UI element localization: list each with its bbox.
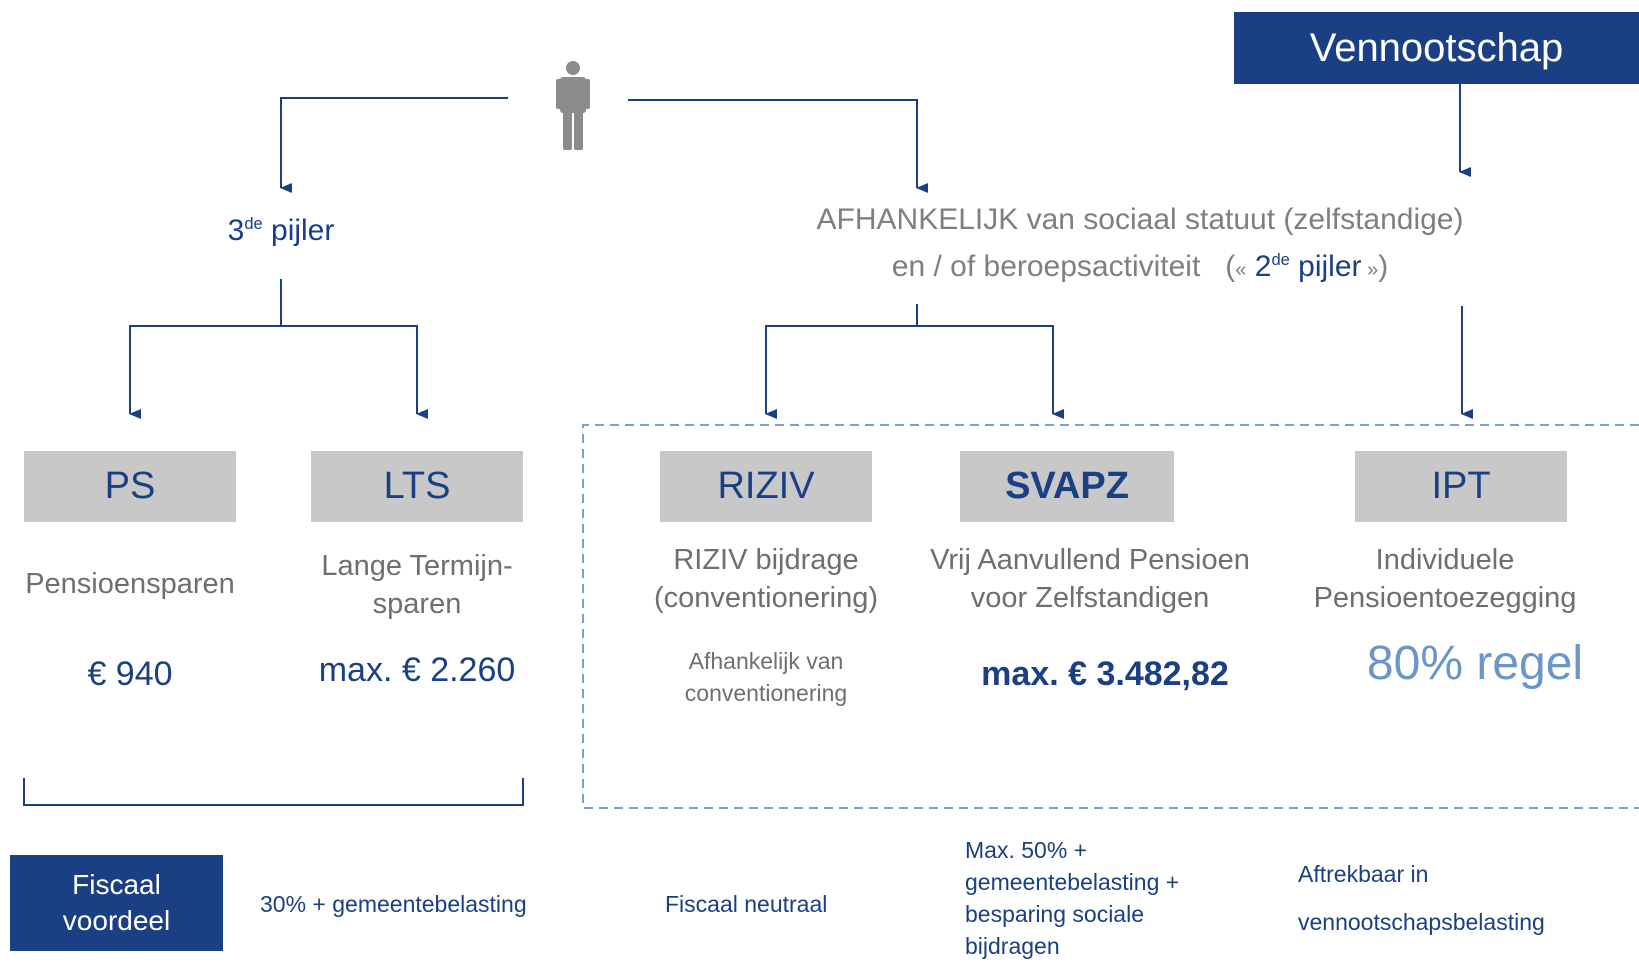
tax-benefit-box: Fiscaal voordeel <box>10 855 223 951</box>
company-label: Vennootschap <box>1309 25 1564 70</box>
second-pillar-label: AFHANKELIJK van sociaal statuut (zelfsta… <box>816 203 1464 283</box>
product-box-ipt: IPT <box>1355 451 1567 522</box>
riziv-tax-benefit: Fiscaal neutraal <box>665 891 828 917</box>
third-pillar-label: 3de pijler <box>227 214 335 247</box>
ps-amount: € 940 <box>87 655 173 693</box>
lts-description: Lange Termijn- sparen <box>321 550 513 620</box>
company-box: Vennootschap <box>1234 12 1639 84</box>
ps-lts-tax-benefit: 30% + gemeentebelasting <box>260 891 527 917</box>
svapz-description: Vrij Aanvullend Pensioen voor Zelfstandi… <box>930 544 1250 614</box>
lts-amount: max. € 2.260 <box>318 651 516 689</box>
arrow-to-svapz <box>917 325 1064 419</box>
second-pillar-dashed-region <box>582 424 1639 809</box>
bracket-ps-lts <box>23 778 524 806</box>
svapz-tax-benefit: Max. 50% + gemeentebelasting + besparing… <box>965 837 1180 959</box>
product-box-ps: PS <box>24 451 236 522</box>
person-icon <box>556 61 590 150</box>
product-box-riziv: RIZIV <box>660 451 872 522</box>
arrow-to-riziv <box>765 325 917 419</box>
product-box-lts: LTS <box>311 451 523 522</box>
ipt-tax-benefit: Aftrekbaar in vennootschapsbelasting <box>1298 861 1545 935</box>
ipt-description: Individuele Pensioentoezegging <box>1313 544 1577 614</box>
riziv-note: Afhankelijk van conventionering <box>684 648 848 706</box>
arrow-to-lts <box>281 325 428 419</box>
arrow-person-to-third-pillar <box>280 97 508 193</box>
arrow-to-ps <box>129 325 281 419</box>
riziv-description: RIZIV bijdrage (conventionering) <box>653 544 879 614</box>
ipt-amount: 80% regel <box>1366 637 1584 690</box>
svapz-amount: max. € 3.482,82 <box>981 655 1229 693</box>
product-box-svapz: SVAPZ <box>960 451 1174 522</box>
ps-description: Pensioensparen <box>25 568 235 600</box>
arrow-person-to-second-pillar <box>628 99 928 193</box>
